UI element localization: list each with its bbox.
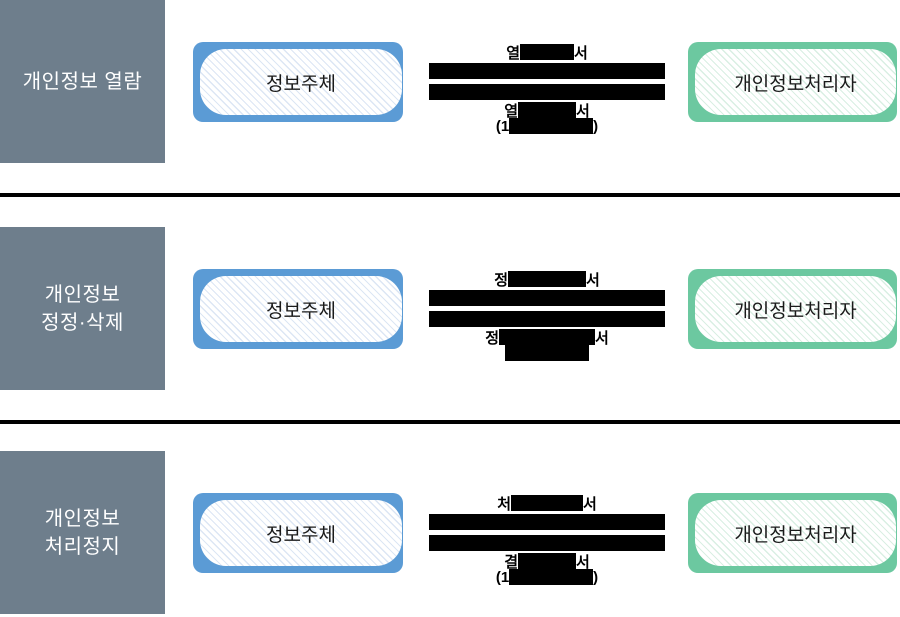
response-doc-label: 결 서 (1 ) (429, 553, 665, 586)
label-fragment: (1 (495, 117, 510, 135)
redaction-bar (505, 345, 589, 361)
label-fragment: 서 (576, 553, 590, 571)
section-correction-deletion: 개인정보 정정·삭제 정보주체 정 서 정 서 (0, 227, 900, 390)
response-doc-label: 정 서 (429, 329, 665, 361)
label-fragment: 서 (576, 102, 590, 120)
data-subject-label: 정보주체 (200, 276, 402, 342)
redacted-arrow-left (429, 535, 665, 551)
data-subject-label: 정보주체 (200, 500, 402, 566)
section-title-line: 처리정지 (44, 535, 121, 558)
redacted-arrow-right (429, 290, 665, 306)
label-fragment: 서 (583, 495, 597, 513)
response-line2 (429, 345, 665, 361)
data-processor-label: 개인정보처리자 (695, 49, 896, 115)
request-doc-label: 정 서 (429, 271, 665, 289)
redaction-bar (520, 44, 574, 60)
section-processing-suspension: 개인정보 처리정지 정보주체 처 서 결 서 (1 (0, 451, 900, 614)
redacted-arrow-left (429, 84, 665, 100)
label-fragment: 처 (497, 495, 511, 513)
data-subject-label: 정보주체 (200, 49, 402, 115)
label-fragment: 정 (485, 329, 499, 347)
label-fragment: (1 (495, 568, 510, 586)
flow-arrows-suspension: 처 서 결 서 (1 ) (429, 493, 665, 593)
section-title-line: 개인정보 (44, 507, 121, 530)
redacted-arrow-left (429, 311, 665, 327)
data-subject-box: 정보주체 (193, 269, 403, 349)
label-fragment: ) (593, 568, 599, 586)
response-line1: 열 서 (429, 102, 665, 120)
label-fragment: 열 (504, 102, 518, 120)
flow-arrows-access: 열 서 열 서 (1 ) (429, 42, 665, 142)
section-divider (0, 420, 900, 424)
data-processor-box: 개인정보처리자 (688, 493, 897, 573)
section-title-access: 개인정보 열람 (0, 0, 165, 163)
redaction-bar (509, 569, 594, 585)
section-title-line: 정정·삭제 (41, 311, 124, 334)
response-doc-label: 열 서 (1 ) (429, 102, 665, 135)
request-doc-label: 처 서 (429, 495, 665, 513)
redaction-bar (518, 553, 576, 569)
section-access: 개인정보 열람 정보주체 열 서 열 서 (1 (0, 0, 900, 163)
label-fragment: 서 (586, 271, 600, 289)
response-line1: 정 서 (429, 329, 665, 347)
redaction-bar (511, 495, 583, 511)
data-processor-label: 개인정보처리자 (695, 500, 896, 566)
flow-arrows-correction: 정 서 정 서 (429, 269, 665, 369)
response-line2: (1 ) (429, 117, 665, 135)
section-title-correction: 개인정보 정정·삭제 (0, 227, 165, 390)
redaction-bar (518, 102, 576, 118)
data-processor-label: 개인정보처리자 (695, 276, 896, 342)
response-line2: (1 ) (429, 568, 665, 586)
label-fragment: 서 (574, 44, 588, 62)
section-title-suspension: 개인정보 처리정지 (0, 451, 165, 614)
request-doc-label: 열 서 (429, 44, 665, 62)
redaction-bar (499, 329, 595, 345)
redacted-arrow-right (429, 63, 665, 79)
redaction-bar (508, 271, 586, 287)
data-subject-box: 정보주체 (193, 42, 403, 122)
label-fragment: 서 (595, 329, 609, 347)
label-fragment: ) (593, 117, 599, 135)
data-processor-box: 개인정보처리자 (688, 42, 897, 122)
data-subject-box: 정보주체 (193, 493, 403, 573)
section-title-line: 개인정보 (44, 283, 121, 306)
label-fragment: 정 (494, 271, 508, 289)
data-processor-box: 개인정보처리자 (688, 269, 897, 349)
redacted-arrow-right (429, 514, 665, 530)
label-fragment: 결 (504, 553, 518, 571)
redaction-bar (509, 118, 594, 134)
section-title-line: 개인정보 열람 (22, 70, 143, 93)
label-fragment: 열 (506, 44, 520, 62)
section-divider (0, 193, 900, 197)
response-line1: 결 서 (429, 553, 665, 571)
